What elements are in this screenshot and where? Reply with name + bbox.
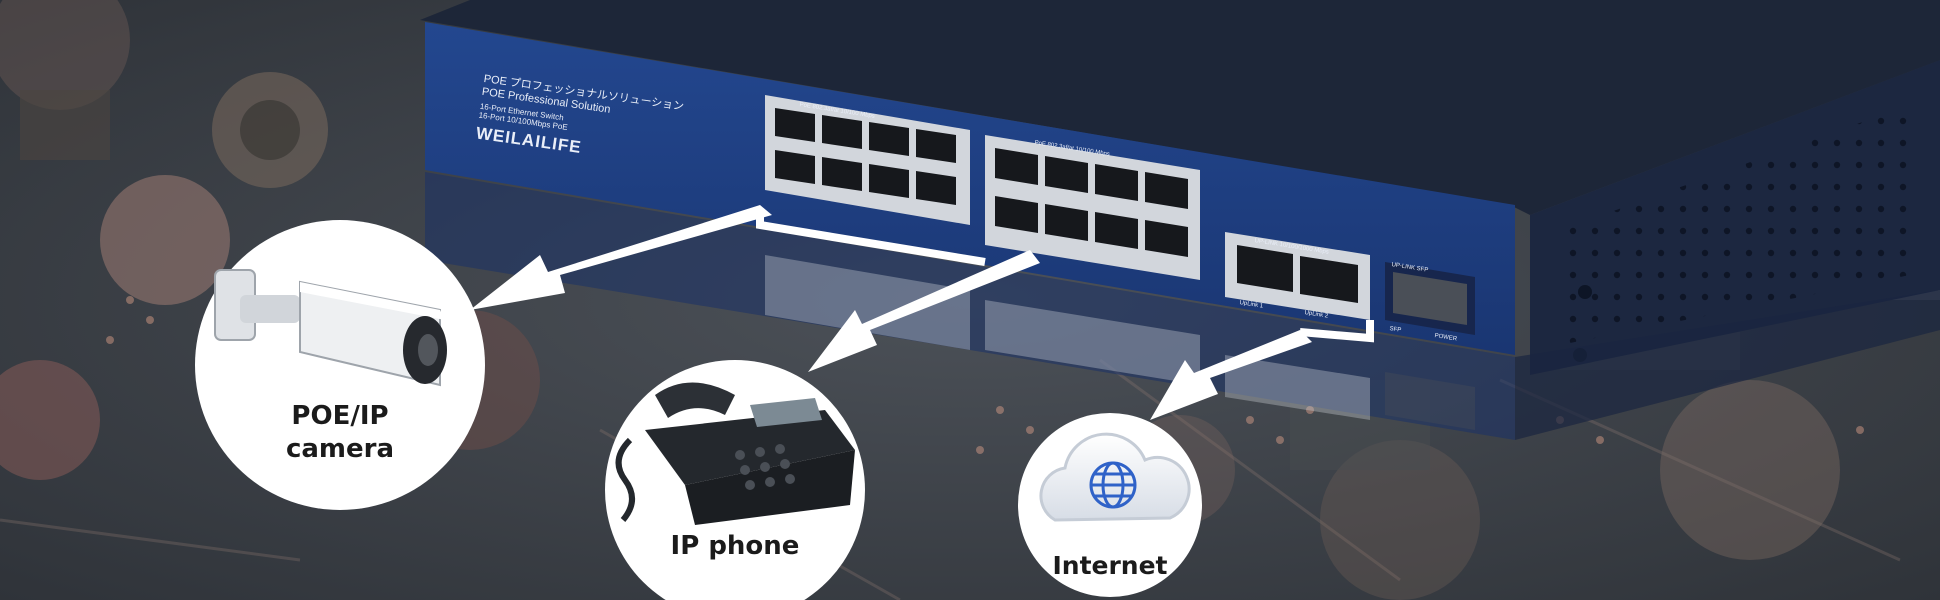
port-group-1 xyxy=(765,95,970,225)
camera-label: POE/IP camera xyxy=(260,400,420,465)
reflection-ports xyxy=(765,255,1475,430)
phone-label: IP phone xyxy=(645,530,825,563)
internet-circle xyxy=(1018,413,1202,597)
phone-circle xyxy=(605,360,865,600)
uplink-ports xyxy=(1225,232,1370,320)
camera-icon xyxy=(214,269,447,387)
internet-label-line1: Internet xyxy=(1052,551,1168,580)
sfp-port xyxy=(1385,262,1475,335)
internet-label: Internet xyxy=(1030,550,1190,581)
cloud-icon xyxy=(1039,432,1191,522)
globe-icon xyxy=(1089,461,1137,509)
port-group-2 xyxy=(985,135,1200,280)
camera-label-line1: POE/IP xyxy=(291,401,389,431)
camera-label-line2: camera xyxy=(285,433,395,464)
connection-arrows xyxy=(470,205,1312,420)
camera-circle xyxy=(195,220,485,510)
connector-lines xyxy=(756,210,1374,343)
phone-icon xyxy=(615,382,855,525)
phone-label-line1: IP phone xyxy=(670,531,800,561)
